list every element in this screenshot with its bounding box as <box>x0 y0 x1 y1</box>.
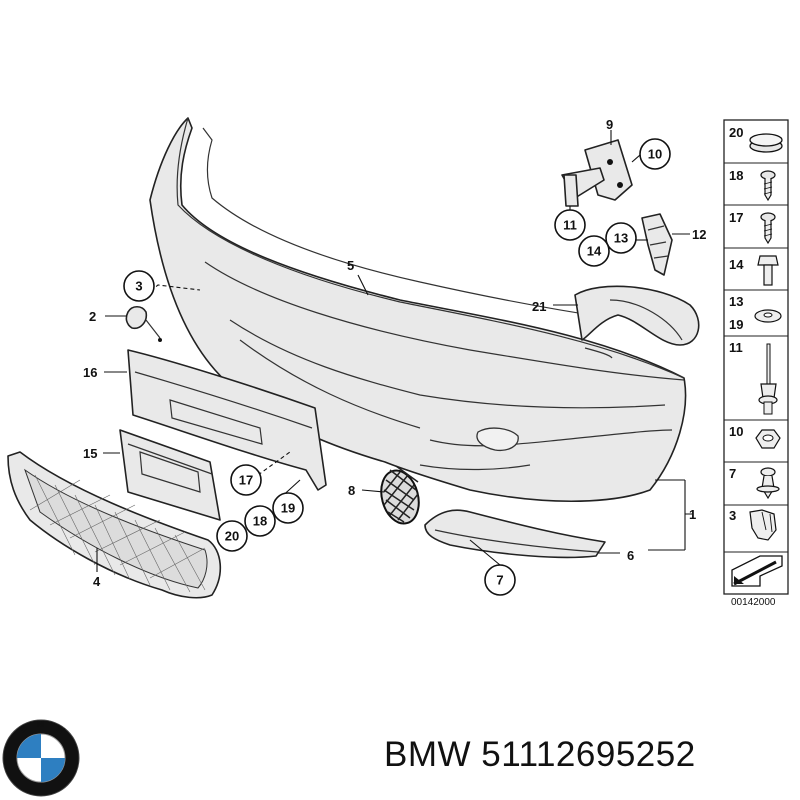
label-10: 10 <box>648 147 662 162</box>
callout-2: 2 <box>89 309 96 324</box>
callout-15: 15 <box>83 446 97 461</box>
callout-7: 7 <box>484 564 516 596</box>
callout-12: 12 <box>692 227 706 242</box>
bumper-bracket <box>561 139 633 207</box>
callout-17: 17 <box>230 464 262 496</box>
leader-lines <box>96 130 692 572</box>
license-plate-holder <box>119 429 221 521</box>
air-duct <box>574 285 700 346</box>
bmw-roundel-logo: B M W <box>2 719 80 797</box>
bolt-icon <box>757 255 779 286</box>
label-13: 13 <box>614 231 628 246</box>
label-6: 6 <box>627 548 634 563</box>
legend-label-11: 11 <box>729 340 743 355</box>
legend-label-20: 20 <box>729 125 743 140</box>
callout-19: 19 <box>272 492 304 524</box>
label-2: 2 <box>89 309 96 324</box>
callout-6: 6 <box>627 548 634 563</box>
label-9: 9 <box>606 117 613 132</box>
callout-8: 8 <box>348 483 355 498</box>
callout-14: 14 <box>578 235 610 267</box>
callout-4: 4 <box>93 574 101 589</box>
rivet-icon <box>758 343 778 415</box>
label-16: 16 <box>83 365 97 380</box>
callout-20: 20 <box>216 520 248 552</box>
callout-16: 16 <box>83 365 97 380</box>
hardware-legend: 20 18 17 14 13 19 11 <box>723 119 789 595</box>
legend-label-17: 17 <box>729 210 743 225</box>
legend-label-3: 3 <box>729 508 736 523</box>
label-15: 15 <box>83 446 97 461</box>
callout-1: 1 <box>689 507 696 522</box>
label-14: 14 <box>587 244 602 259</box>
label-8: 8 <box>348 483 355 498</box>
label-20: 20 <box>225 529 239 544</box>
label-17: 17 <box>239 473 253 488</box>
legend-label-10: 10 <box>729 424 743 439</box>
label-11: 11 <box>563 218 577 233</box>
legend-label-13: 13 <box>729 294 743 309</box>
nut-icon <box>755 429 781 449</box>
callout-18: 18 <box>244 505 276 537</box>
washer-icon <box>754 309 782 323</box>
label-12: 12 <box>692 227 706 242</box>
callout-5: 5 <box>347 258 354 273</box>
arrow-icon <box>731 555 783 587</box>
label-19: 19 <box>281 501 295 516</box>
spring-clip-icon <box>749 509 777 541</box>
push-clip-icon <box>756 467 780 500</box>
label-18: 18 <box>253 514 267 529</box>
legend-label-7: 7 <box>729 466 736 481</box>
bracket-clip <box>641 213 673 276</box>
screw-icon <box>760 170 776 202</box>
legend-label-18: 18 <box>729 168 743 183</box>
grommet-icon <box>749 133 783 153</box>
label-5: 5 <box>347 258 354 273</box>
tow-eye-cover <box>125 305 162 342</box>
callout-10: 10 <box>639 138 671 170</box>
part-number-caption: BMW 51112695252 <box>384 735 696 774</box>
label-7: 7 <box>496 573 503 588</box>
label-3: 3 <box>135 279 142 294</box>
callout-11: 11 <box>554 209 586 241</box>
label-4: 4 <box>93 574 101 589</box>
diagram-code: 00142000 <box>731 597 776 608</box>
license-plate-base <box>127 349 327 491</box>
callout-3: 3 <box>123 270 155 302</box>
legend-label-14: 14 <box>729 257 744 272</box>
screw-icon <box>760 212 776 245</box>
lower-grille <box>7 451 222 599</box>
svg-text:M: M <box>37 719 45 729</box>
callout-13: 13 <box>605 222 637 254</box>
label-1: 1 <box>689 507 696 522</box>
label-21: 21 <box>532 299 546 314</box>
spoiler-strip <box>424 509 606 559</box>
callout-9: 9 <box>606 117 613 132</box>
callout-21: 21 <box>532 299 546 314</box>
svg-text:B: B <box>18 723 29 735</box>
legend-label-19: 19 <box>729 317 743 332</box>
round-grille <box>380 465 420 525</box>
